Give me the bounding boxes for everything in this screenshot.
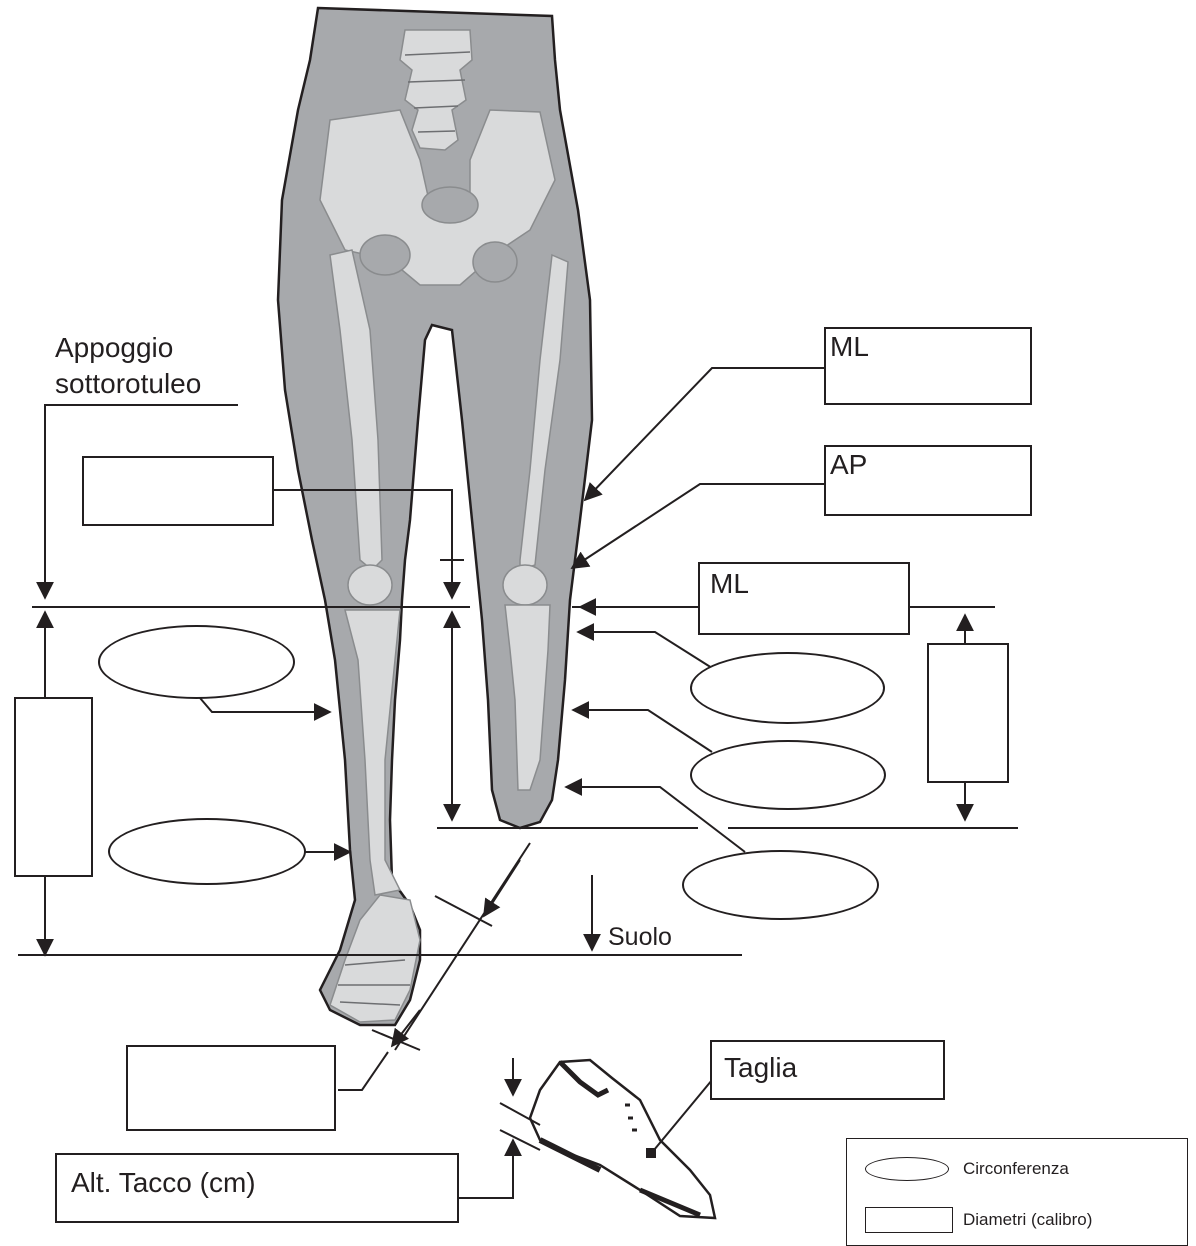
circumference-stump-2[interactable] xyxy=(690,740,886,810)
ml-thigh-field[interactable]: ML xyxy=(824,327,1032,405)
legend-diam-label: Diametri (calibro) xyxy=(963,1211,1092,1228)
appoggio-label-line1: Appoggio xyxy=(55,334,173,362)
circumference-stump-1[interactable] xyxy=(690,652,885,724)
foot-length-field[interactable] xyxy=(126,1045,336,1131)
ml-knee-label: ML xyxy=(710,570,749,598)
legend: Circonferenza Diametri (calibro) xyxy=(846,1138,1188,1246)
legend-rect-icon xyxy=(865,1207,953,1233)
stump-height-field[interactable] xyxy=(927,643,1009,783)
taglia-label: Taglia xyxy=(724,1054,797,1082)
ap-field[interactable]: AP xyxy=(824,445,1032,516)
legend-circ-label: Circonferenza xyxy=(963,1160,1069,1177)
taglia-field[interactable]: Taglia xyxy=(710,1040,945,1100)
ml-knee-field[interactable]: ML xyxy=(698,562,910,635)
ml-thigh-label: ML xyxy=(830,333,869,361)
leg-height-field[interactable] xyxy=(14,697,93,877)
heel-height-label: Alt. Tacco (cm) xyxy=(71,1169,256,1197)
ap-label: AP xyxy=(830,451,867,479)
shoe-drawing xyxy=(530,1060,715,1218)
circumference-leg-upper[interactable] xyxy=(98,625,295,699)
legend-oval-icon xyxy=(865,1157,949,1181)
stump-length-field[interactable] xyxy=(82,456,274,526)
suolo-label: Suolo xyxy=(608,925,672,950)
circumference-stump-3[interactable] xyxy=(682,850,879,920)
circumference-leg-lower[interactable] xyxy=(108,818,306,885)
heel-height-field[interactable]: Alt. Tacco (cm) xyxy=(55,1153,459,1223)
appoggio-label-line2: sottorotuleo xyxy=(55,370,201,398)
